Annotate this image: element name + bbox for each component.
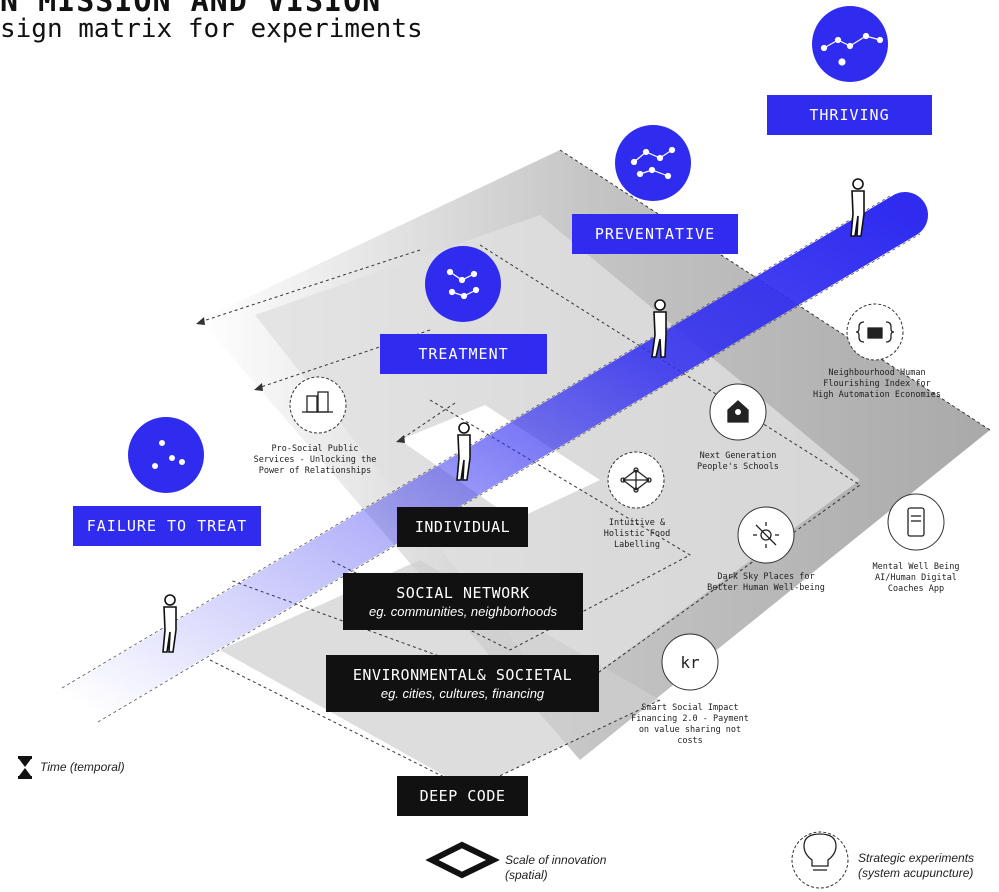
page-title: N MISSION AND VISION [0,0,382,19]
legend-time-label: Time (temporal) [40,760,125,774]
treatment-network-icon [425,246,501,322]
experiment-label: Mental Well Being AI/Human Digital Coach… [872,562,960,594]
stage-treatment: TREATMENT [380,334,547,374]
scale-diamond-icon [425,841,500,879]
level-social-network: SOCIAL NETWORK eg. communities, neighbor… [343,573,583,630]
time-beam [57,192,928,728]
level-environmental-societal: ENVIRONMENTAL& SOCIETAL eg. cities, cult… [326,655,599,712]
legend-experiments-label: Strategic experiments(system acupuncture… [858,851,975,880]
kr-icon-text: kr [680,653,700,672]
thriving-network-icon [812,6,888,82]
person-icon [850,178,865,237]
stage-preventative: PREVENTATIVE [572,214,738,254]
experiment-label: Neighbourhood Human Flourishing Index fo… [813,368,941,400]
legend-scale-label: Scale of innovation(spatial) [505,853,607,882]
page-subtitle: sign matrix for experiments [0,14,423,44]
stage-circles [128,6,888,493]
level-deep-code: DEEP CODE [397,776,528,816]
preventative-network-icon [615,125,691,201]
hourglass-icon [18,756,32,779]
level-individual: INDIVIDUAL [397,507,528,547]
stage-failure-to-treat: FAILURE TO TREAT [73,506,261,546]
experiment-label: Next Generation People's Schools [697,451,779,472]
person-figures [162,178,865,653]
person-icon [651,299,667,358]
person-icon [162,594,177,653]
experiment-glyphs [302,321,925,871]
phone-icon [887,493,945,551]
experiment-label: Intuitive & Holistic Food Labelling [603,518,671,550]
person-icon [456,422,471,481]
stage-thriving: THRIVING [767,95,932,135]
arrow-heads [196,317,405,443]
experiment-label: Pro-Social Public Services - Unlocking t… [253,444,377,476]
experiment-label: Smart Social Impact Financing 2.0 - Paym… [631,703,749,746]
failure-network-icon [128,417,204,493]
experiment-label: Dark Sky Places for Better Human Well-be… [707,572,825,593]
legend-glyphs [18,756,500,879]
kr-icon [661,633,719,691]
lightbulb-icon [791,831,849,889]
